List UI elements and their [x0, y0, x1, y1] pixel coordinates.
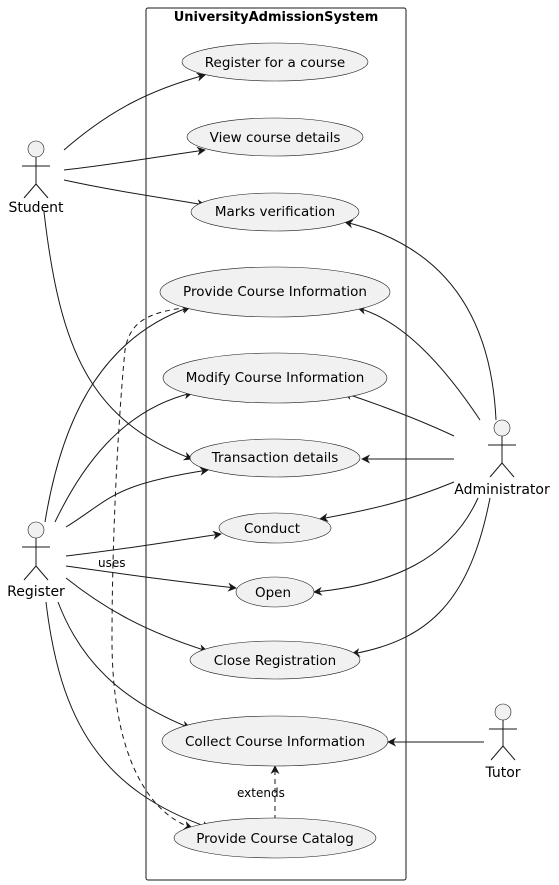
edge-uses	[111, 303, 193, 830]
actor-label: Student	[8, 200, 64, 216]
use-case-register-course[interactable]: Register for a course	[181, 42, 369, 82]
edge-register-conduct	[65, 530, 222, 557]
edge-student-marks	[63, 179, 206, 209]
edge-register-open	[65, 565, 237, 592]
use-case-label: Transaction details	[211, 450, 339, 466]
extends-label: extends	[237, 786, 285, 800]
edge-admin-marks	[344, 219, 497, 421]
use-case-label: Open	[255, 585, 291, 601]
use-case-catalog[interactable]: Provide Course Catalog	[173, 817, 377, 859]
use-case-label: Conduct	[244, 521, 300, 537]
edge-admin-open	[313, 497, 479, 596]
edge-register-catalog	[45, 601, 211, 830]
edge-register-provide-info	[44, 305, 191, 523]
use-case-label: View course details	[210, 130, 341, 146]
edge-student-transaction	[43, 211, 193, 461]
use-case-label: Marks verification	[215, 204, 335, 220]
associations	[43, 72, 497, 830]
system-title: UniversityAdmissionSystem	[174, 10, 379, 25]
use-case-conduct[interactable]: Conduct	[218, 512, 332, 544]
use-case-label: Provide Course Catalog	[196, 831, 354, 847]
edge-admin-provide-info	[357, 305, 481, 421]
use-case-label: Register for a course	[205, 55, 345, 71]
use-case-view-course[interactable]: View course details	[186, 117, 364, 157]
use-case-marks[interactable]: Marks verification	[190, 192, 360, 232]
actor-label: Tutor	[484, 765, 520, 781]
actor-label: Administrator	[454, 482, 550, 498]
use-case-label: Provide Course Information	[183, 284, 367, 300]
actor-student[interactable]: Student	[8, 140, 64, 216]
use-case-label: Collect Course Information	[185, 734, 365, 750]
uses-label: uses	[98, 556, 126, 570]
use-case-label: Modify Course Information	[186, 370, 365, 386]
edge-admin-modify-info	[343, 391, 455, 437]
edge-register-collect	[57, 601, 191, 730]
use-case-modify-info[interactable]: Modify Course Information	[162, 352, 388, 404]
use-case-transaction[interactable]: Transaction details	[189, 438, 361, 478]
actor-label: Register	[7, 584, 65, 600]
actor-administrator[interactable]: Administrator	[454, 419, 550, 498]
use-case-close-reg[interactable]: Close Registration	[189, 640, 361, 680]
edge-admin-close-reg	[351, 497, 491, 657]
actor-tutor[interactable]: Tutor	[484, 703, 521, 781]
use-case-collect-info[interactable]: Collect Course Information	[161, 715, 389, 767]
use-case-provide-info[interactable]: Provide Course Information	[159, 266, 391, 318]
edge-register-modify-info	[54, 390, 193, 523]
use-case-open[interactable]: Open	[235, 576, 315, 608]
use-case-label: Close Registration	[214, 653, 336, 669]
edge-student-register-course	[63, 72, 206, 151]
edge-admin-conduct	[319, 481, 455, 522]
edge-student-view-course	[63, 146, 206, 171]
edge-register-transaction	[65, 466, 209, 528]
actor-register[interactable]: Register	[7, 521, 65, 600]
